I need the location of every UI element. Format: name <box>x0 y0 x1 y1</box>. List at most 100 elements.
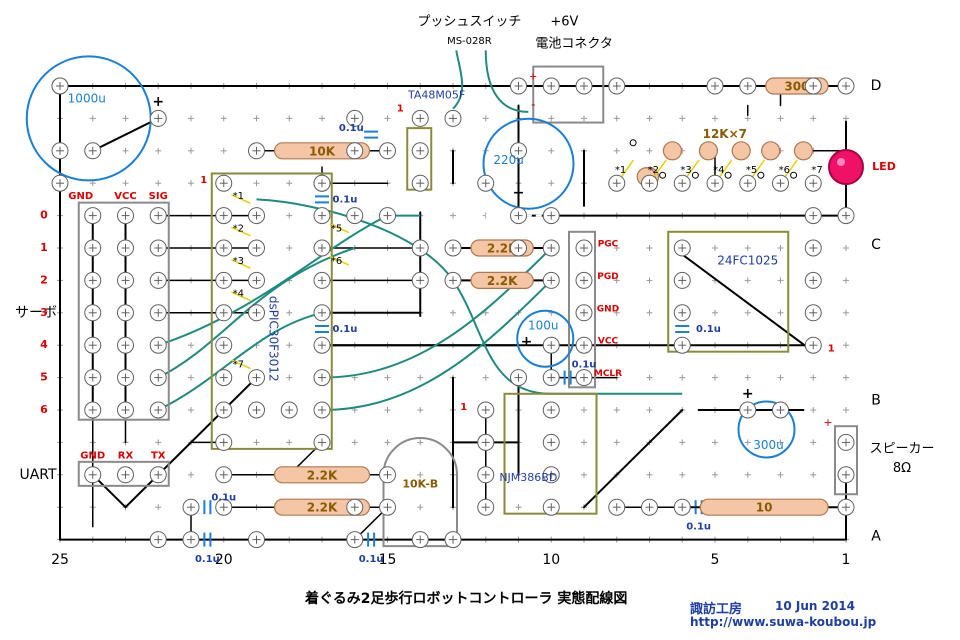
servo-channel-2: 2 <box>40 273 48 286</box>
resistor-10 <box>682 498 846 516</box>
uart-header-tx: TX <box>151 450 166 461</box>
cap-220u-plus: + <box>513 185 525 201</box>
capacitor-220u <box>482 117 575 210</box>
eeprom-diagonal <box>681 253 815 353</box>
cap-300u-plus: + <box>742 386 754 402</box>
teal-wire-sig6 <box>157 311 323 411</box>
speaker-impedance: 8Ω <box>893 461 911 476</box>
pin-label-pgc: PGC <box>598 240 619 250</box>
resistor-2.2k-lower-value: 2.2K <box>307 501 338 515</box>
amp-out-diagonal <box>583 409 684 509</box>
amp-label: NJM386BD <box>499 471 557 484</box>
row-label-B: B <box>871 392 881 408</box>
resistor-10-value: 10 <box>756 501 773 515</box>
switch-lead-left <box>452 50 464 110</box>
array-mark-7: *7 <box>811 165 822 176</box>
servo-label: サーボ <box>15 305 57 321</box>
dspic-chip-outline <box>210 172 333 450</box>
uart-header-outline <box>77 460 170 487</box>
diagram-title: 着ぐるみ2足歩行ロボットコントローラ 実態配線図 <box>305 591 628 607</box>
eeprom-label: 24FC1025 <box>717 253 778 267</box>
speaker-terminal-outline <box>834 425 858 496</box>
cap-0.1u-dspic-mid <box>315 325 329 333</box>
row-label-A: A <box>871 528 881 544</box>
column-label-25: 25 <box>51 552 69 568</box>
mark-lead-2 <box>231 226 251 237</box>
resistor-2.2k-upper-value: 2.2K <box>307 468 338 482</box>
battery-minus: - <box>531 98 535 112</box>
resistor-300-value: 300 <box>784 80 809 94</box>
pin-label-vcc: VCC <box>598 337 619 347</box>
led-label: LED <box>872 160 896 173</box>
battery-voltage: +6V <box>550 15 578 30</box>
cap-0.1u-label-7: 0.1u <box>195 554 220 565</box>
battery-connector-outline <box>532 65 605 124</box>
mark-lead-1 <box>231 194 251 204</box>
cap-0.1u-label-8: 0.1u <box>359 554 384 565</box>
column-label-10: 10 <box>542 552 560 568</box>
array-mark-5: *5 <box>746 165 757 176</box>
cap-0.1u-dspic-top <box>315 195 329 204</box>
teal-wire-pgd <box>321 279 552 411</box>
column-label-1: 1 <box>842 552 851 568</box>
column-label-20: 20 <box>215 552 233 568</box>
servo-header-vcc: VCC <box>114 191 136 202</box>
cap-100u-plus: + <box>521 334 533 350</box>
teal-wire-sig5 <box>157 247 356 379</box>
breadboard-holes <box>51 77 855 549</box>
servo-channel-0: 0 <box>40 209 48 222</box>
maker-name: 諏訪工房 <box>690 602 743 617</box>
dspic-mark-5: *5 <box>331 224 342 235</box>
push-switch-title: プッシュスイッチ <box>417 15 521 30</box>
uart-label: UART <box>19 467 57 483</box>
credit-date: 10 Jun 2014 <box>775 599 856 613</box>
resistor-2.2k-upper <box>256 466 388 484</box>
column-label-15: 15 <box>379 552 397 568</box>
battery-name: 電池コネクタ <box>535 37 612 52</box>
cap-0.1u-low-2 <box>203 532 212 547</box>
array-mark-4: *4 <box>713 165 724 176</box>
cap-0.1u-low-3 <box>367 532 376 547</box>
pin-label-pgd: PGD <box>597 272 618 282</box>
mark-lead-6 <box>329 255 349 266</box>
dspic-mark-2: *2 <box>233 224 244 235</box>
regulator-label: TA48M05F <box>407 89 465 102</box>
resistor-2.2k-pgc-value: 2.2K <box>487 242 518 256</box>
pin-label-gnd: GND <box>597 304 619 314</box>
resistor-2.2k-lower <box>256 498 388 516</box>
uart-header-gnd: GND <box>80 450 105 461</box>
servo-header-outline <box>77 201 170 421</box>
resistor-10k-value: 10K <box>309 144 336 158</box>
push-switch-model: MS-028R <box>447 36 492 47</box>
servo-channel-6: 6 <box>40 403 48 416</box>
cap-1000u-plus: + <box>152 94 164 110</box>
uart-tx-route <box>124 376 258 509</box>
cap-220u-label: 220u <box>493 153 524 167</box>
cap-300u-label: 300u <box>753 438 784 452</box>
capacitor-300u <box>737 400 796 459</box>
cap-100u-label: 100u <box>528 318 559 332</box>
speaker-label: スピーカー <box>869 441 934 456</box>
mark-lead-4 <box>231 291 251 302</box>
array-mark-1: *1 <box>615 165 626 176</box>
website-link[interactable]: http://www.suwa-koubou.jp <box>690 615 877 629</box>
amp-pin1-label: 1 <box>460 402 467 413</box>
cap-0.1u-regulator <box>364 130 379 139</box>
dspic-label: dsPIC30F3012 <box>266 296 280 382</box>
servo-header-sig: SIG <box>149 191 168 202</box>
capacitor-1000u <box>25 55 152 182</box>
cap-0.1u-label-3: 0.1u <box>333 324 358 335</box>
mark-lead-5 <box>329 223 349 234</box>
cap-0.1u-label-2: 0.1u <box>333 194 358 205</box>
cap-0.1u-eeprom <box>675 325 690 333</box>
led <box>828 149 864 185</box>
dspic-mark-3: *3 <box>233 256 244 267</box>
row-label-C: C <box>871 237 881 253</box>
cap-0.1u-label-4: 0.1u <box>696 324 721 335</box>
teal-wire-mclr <box>256 198 683 395</box>
eeprom-chip-outline <box>667 230 790 353</box>
potentiometer-outline <box>382 437 458 548</box>
resistor-2.2k-pgd <box>453 271 552 289</box>
cap-0.1u-amp <box>563 370 572 385</box>
